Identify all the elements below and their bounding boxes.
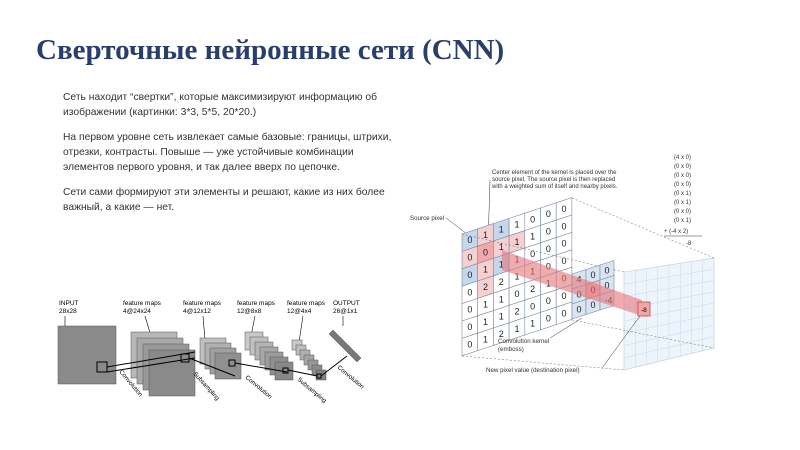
source-cell-value: 0 <box>562 256 567 266</box>
layer-title-0: INPUT <box>59 300 79 307</box>
kernel-caption-line-1: Center element of the kernel is placed o… <box>492 170 617 176</box>
kernel-cell-value: 0 <box>577 304 582 314</box>
source-cell-value: 1 <box>499 260 504 270</box>
calc-line-6: (0 x 0) <box>674 209 691 215</box>
calc-line-0: (4 x 0) <box>674 155 691 161</box>
calculation-column: (4 x 0) (0 x 0) (0 x 0) (0 x 0) (0 x 1) … <box>664 155 702 247</box>
layer-dims-5: 26@1x1 <box>333 308 358 315</box>
source-cell-value: 1 <box>499 225 504 235</box>
slide-body: Сеть находит “свертки”, которые максимиз… <box>63 90 393 225</box>
source-cell-value: 0 <box>562 204 567 214</box>
source-cell-value: 0 <box>562 291 567 301</box>
layer-dims-4: 12@4x4 <box>287 308 312 315</box>
paragraph-3: Сети сами формируют эти элементы и решаю… <box>63 187 385 213</box>
calc-line-8: + (-4 x 2) <box>664 229 688 235</box>
kernel-caption-line-2: source pixel. The source pixel is then r… <box>492 177 615 183</box>
source-cell-value: 0 <box>467 287 472 297</box>
source-cell-value: 1 <box>514 237 519 247</box>
layer-dims-0: 28x28 <box>59 308 77 315</box>
source-cell-value: 1 <box>499 312 504 322</box>
source-cell-value: 1 <box>483 300 488 310</box>
source-cell-value: 0 <box>546 227 551 237</box>
source-cell-value: 2 <box>530 284 535 294</box>
destination-grid <box>623 257 715 371</box>
layer-title-2: feature maps <box>183 300 222 307</box>
input-map <box>57 325 117 385</box>
source-cell-value: 0 <box>467 322 472 332</box>
layer-title-5: OUTPUT <box>333 300 360 307</box>
source-cell-value: 0 <box>546 261 551 271</box>
layer-dims-2: 4@12x12 <box>183 308 211 315</box>
paragraph-2: На первом уровне сеть извлекает самые ба… <box>63 132 392 173</box>
source-cell-value: 1 <box>514 324 519 334</box>
kernel-cell-value: 0 <box>605 280 610 290</box>
calc-line-1: (0 x 0) <box>674 164 691 170</box>
source-cell-value: 1 <box>483 265 488 275</box>
source-cell-value: 1 <box>530 319 535 329</box>
source-cell-value: 0 <box>546 314 551 324</box>
source-cell-value: 1 <box>483 334 488 344</box>
paragraph-1: Сеть находит “свертки”, которые максимиз… <box>63 92 377 118</box>
layer-title-3: feature maps <box>237 300 276 307</box>
label-source-pixel: Source pixel <box>410 215 444 222</box>
layer-title-4: feature maps <box>287 300 326 307</box>
calc-line-4: (0 x 1) <box>674 191 691 197</box>
source-cell-value: 0 <box>467 270 472 280</box>
source-cell-value: 1 <box>483 317 488 327</box>
source-cell-value: 1 <box>530 232 535 242</box>
calc-result: -8 <box>686 241 692 247</box>
destination-pixel <box>637 301 651 317</box>
source-cell-value: 1 <box>483 230 488 240</box>
source-cell <box>555 301 573 326</box>
source-cell-value: 0 <box>483 247 488 257</box>
op-label-3: Subsampling <box>296 376 328 405</box>
source-cell-value: 0 <box>546 244 551 254</box>
source-cell-value: 1 <box>499 242 504 252</box>
op-label-2: Convolution <box>244 374 274 401</box>
layer-dims-1: 4@24x24 <box>123 308 151 315</box>
source-cell-value: 0 <box>467 253 472 263</box>
kernel-caption-line-3: with a weighted sum of itself and nearby… <box>491 184 618 190</box>
source-cell-value: 0 <box>562 221 567 231</box>
source-cell-value: 0 <box>530 301 535 311</box>
cnn-architecture-figure: INPUT 28x28 feature maps 4@24x24 feature… <box>57 300 366 405</box>
projection-beam <box>502 250 642 316</box>
label-kernel-line-1: Convolution kernel <box>498 338 549 345</box>
kernel-cell-value: 0 <box>591 300 596 310</box>
source-cell-value: 0 <box>530 214 535 224</box>
source-cell-value: 1 <box>499 294 504 304</box>
destination-pixel-value: -8 <box>641 307 647 314</box>
source-cell-value: 0 <box>467 235 472 245</box>
source-cell-value: 1 <box>514 272 519 282</box>
slide-title: Сверточные нейронные сети (CNN) <box>36 34 505 66</box>
kernel-cell-value: 0 <box>591 270 596 280</box>
source-cell-value: 0 <box>562 239 567 249</box>
source-cell-value: 2 <box>483 282 488 292</box>
layer-title-1: feature maps <box>123 300 162 307</box>
source-cell-value: 0 <box>467 340 472 350</box>
kernel-cell-value: 0 <box>605 265 610 275</box>
kernel-convolution-figure: Center element of the kernel is placed o… <box>410 155 715 374</box>
source-pixel-grid: 0111000001110001110000221100011021001120… <box>461 197 573 357</box>
source-cell-value: 2 <box>499 277 504 287</box>
source-cell-value: 0 <box>546 296 551 306</box>
source-cell-value: 0 <box>546 209 551 219</box>
op-label-4: Convolution <box>336 364 366 391</box>
label-kernel-line-2: (emboss) <box>498 346 524 353</box>
calc-line-5: (0 x 1) <box>674 200 691 206</box>
source-cell-value: 0 <box>467 305 472 315</box>
layer-dims-3: 12@8x8 <box>237 308 262 315</box>
source-cell-value: 2 <box>514 307 519 317</box>
calc-line-7: (0 x 1) <box>674 218 691 224</box>
source-cell-value: 2 <box>499 329 504 339</box>
source-cell-value: 1 <box>514 220 519 230</box>
source-cell-value: 0 <box>530 249 535 259</box>
source-cell-value: 0 <box>514 289 519 299</box>
source-cell-value: 0 <box>562 308 567 318</box>
calc-line-3: (0 x 0) <box>674 182 691 188</box>
label-new-pixel: New pixel value (destination pixel) <box>486 367 580 374</box>
calc-line-2: (0 x 0) <box>674 173 691 179</box>
